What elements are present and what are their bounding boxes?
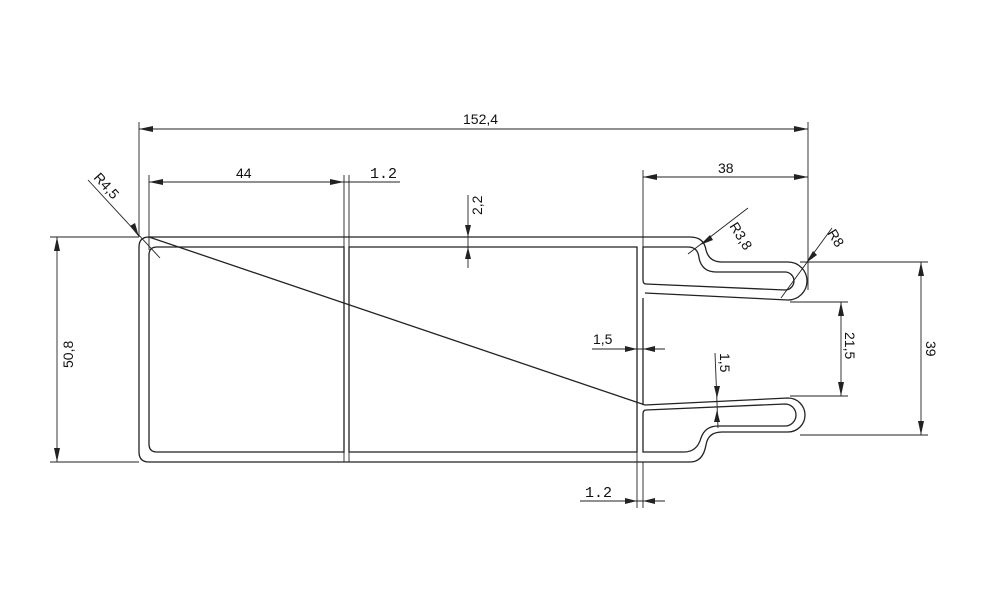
label-flange-thickness: 1,5 <box>717 353 733 373</box>
label-center-wall: 1.2 <box>370 166 397 183</box>
label-top-wall: 2,2 <box>469 195 485 215</box>
label-left-cell: 44 <box>236 165 252 181</box>
left-chamber <box>148 246 345 453</box>
dim-radius-r38: R3,8 <box>687 207 756 255</box>
label-right-wall: 1,5 <box>593 331 613 347</box>
label-flange-width: 38 <box>718 160 734 176</box>
dim-flange-span: 39 <box>800 261 939 436</box>
dim-right-wall-bottom: 1.2 <box>580 452 665 508</box>
dim-left-cell: 44 1.2 <box>148 165 400 462</box>
lower-flange-chamber <box>642 403 797 453</box>
profile-outer-contour <box>138 236 808 463</box>
dim-overall-width: 152,4 <box>138 111 809 290</box>
label-right-wall-bottom: 1.2 <box>585 485 612 502</box>
label-flange-span: 39 <box>923 341 939 357</box>
label-overall-height: 50,8 <box>60 341 76 368</box>
label-slot-gap: 21,5 <box>842 332 858 359</box>
center-chamber <box>348 246 638 453</box>
dim-top-wall: 2,2 <box>465 195 485 268</box>
dim-overall-height: 50,8 <box>50 236 139 463</box>
label-overall-width: 152,4 <box>463 111 498 127</box>
dim-flange-width: 38 <box>642 160 808 247</box>
upper-flange-chamber <box>642 246 795 291</box>
dim-flange-thickness: 1,5 <box>714 352 733 429</box>
dim-slot-gap: 21,5 <box>790 301 858 397</box>
label-radius-r8: R8 <box>824 226 847 250</box>
dim-right-wall: 1,5 <box>592 331 665 352</box>
label-radius-r38: R3,8 <box>726 219 755 253</box>
label-radius-r45: R4,5 <box>91 169 123 202</box>
